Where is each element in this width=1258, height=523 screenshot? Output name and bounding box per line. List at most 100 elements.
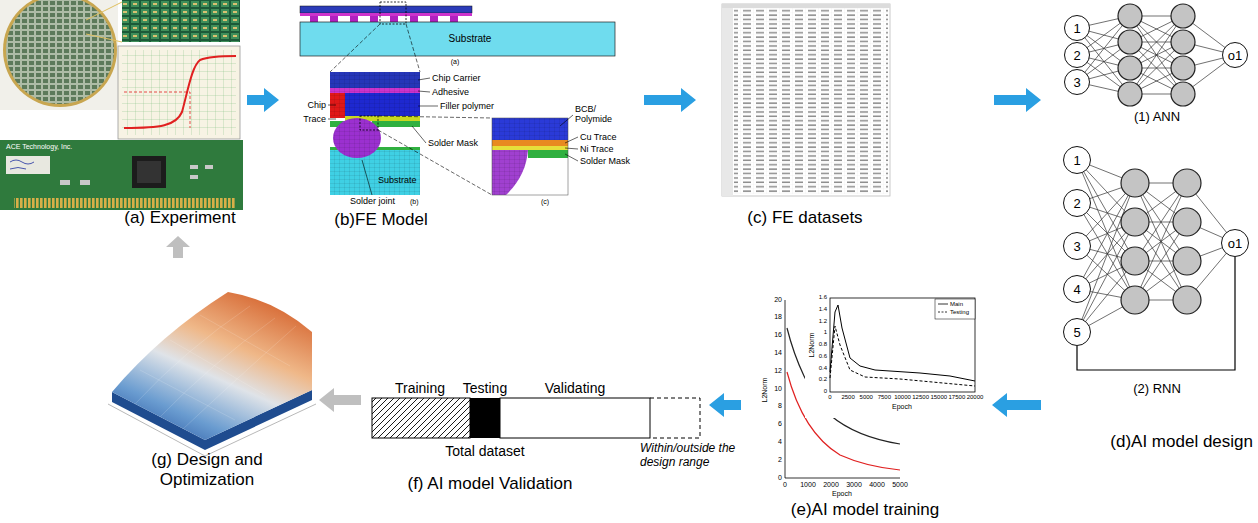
label-anchor: Cu Trace <box>580 132 617 142</box>
part-label: Substrate <box>449 33 492 45</box>
tick-label: 8 <box>778 402 782 410</box>
flow-arrow <box>166 236 190 258</box>
label-anchor: 0 <box>824 388 827 395</box>
label-anchor: Filler polymer <box>440 101 494 111</box>
flow-arrow <box>992 393 1041 417</box>
legend-label: Main <box>950 301 963 308</box>
axis-label: Epoch <box>892 403 912 411</box>
stage-caption: (b)FE Model <box>334 210 428 230</box>
label-anchor: ACE Technology, Inc. <box>6 143 72 151</box>
neuron-label: 2 <box>1073 49 1080 62</box>
tick-label: 18 <box>774 313 782 321</box>
dataset-split-bar <box>500 398 650 438</box>
stage-caption: (a) Experiment <box>124 208 235 228</box>
training-curves <box>785 284 985 478</box>
label-anchor: Training <box>395 380 445 396</box>
tick-label: 15000 <box>930 394 947 401</box>
label-anchor: 16 <box>774 331 782 339</box>
experiment-photos <box>3 0 117 107</box>
workflow-panel: (g) Design and Optimization <box>100 262 315 502</box>
neuron-node: 4 <box>1063 275 1091 303</box>
hidden-neuron <box>1118 30 1142 54</box>
tick-label: 0.2 <box>819 376 827 383</box>
label-anchor: L2Norm <box>808 333 816 358</box>
label-anchor: Substrate <box>449 33 492 45</box>
tick-label: 0 <box>824 388 827 395</box>
legend-line-sample <box>938 312 948 313</box>
experiment-photos <box>60 165 213 185</box>
label-anchor: (2) RNN <box>1133 382 1181 397</box>
label-anchor: 4000 <box>869 481 885 489</box>
fe-model-drawing <box>372 121 420 127</box>
neuron-label: 1 <box>1073 22 1080 35</box>
recurrent-link <box>1077 257 1235 370</box>
neuron-node: 2 <box>1064 42 1090 68</box>
fe-model-drawing <box>333 118 381 158</box>
neural-network-drawing <box>1077 16 1235 94</box>
network-label: (2) RNN <box>1133 382 1181 397</box>
neuron-label: o1 <box>1228 49 1242 62</box>
label-anchor: 10 <box>774 385 782 393</box>
tick-label: 3000 <box>846 481 862 489</box>
tick-label: 5000 <box>892 481 908 489</box>
fe-model-drawing <box>492 140 568 146</box>
tick-label: 6 <box>778 420 782 428</box>
tick-label: 5000 <box>860 394 873 401</box>
label-anchor: 1 <box>824 329 827 336</box>
hidden-neuron <box>1121 247 1149 275</box>
experiment-photos <box>0 140 243 210</box>
design-surface-plot <box>135 306 296 429</box>
dataset-split-bar <box>372 398 700 438</box>
label-anchor: Epoch <box>892 403 912 411</box>
label-anchor: Trace <box>303 114 326 124</box>
experiment-photos <box>122 50 236 135</box>
label-anchor: Adhesive <box>432 87 469 97</box>
label-anchor: 2 <box>778 456 782 464</box>
design-surface-plot <box>108 292 316 456</box>
training-curves <box>935 299 975 319</box>
hidden-neuron <box>1121 208 1149 236</box>
tick-label: 2000 <box>823 481 839 489</box>
hidden-neuron <box>1171 82 1195 106</box>
experiment-photos <box>6 0 114 104</box>
flow-arrow <box>247 88 279 112</box>
neuron-label: 5 <box>1073 326 1080 339</box>
hidden-neuron <box>1171 56 1195 80</box>
label-anchor: 3000 <box>846 481 862 489</box>
hidden-neuron <box>1118 4 1201 314</box>
neuron-node: 2 <box>1063 189 1091 217</box>
part-label: Adhesive <box>432 87 469 97</box>
part-label: Cu Trace <box>580 132 617 142</box>
tick-label: 4000 <box>869 481 885 489</box>
experiment-photos <box>6 156 50 174</box>
label-anchor: BCB/ Polymide <box>575 104 619 125</box>
axis-label: L2Norm <box>808 333 816 358</box>
fe-model-drawing <box>300 6 472 13</box>
fe-model-drawing <box>310 16 458 22</box>
fe-model-drawing <box>300 2 615 195</box>
fe-model-drawing <box>330 72 420 116</box>
tick-label: 1.2 <box>819 318 827 325</box>
label-anchor: 10000 <box>894 394 911 401</box>
part-label: (a) <box>451 58 460 66</box>
tick-label: 12 <box>774 367 782 375</box>
label-anchor: 7500 <box>878 394 891 401</box>
part-label: Ni Trace <box>580 144 614 154</box>
tick-label: 20 <box>774 296 782 304</box>
flow-arrow <box>994 88 1041 112</box>
label-anchor: Solder joint <box>350 196 395 206</box>
tick-label: 20000 <box>967 394 984 401</box>
tick-label: 1.4 <box>819 306 827 313</box>
tick-label: 16 <box>774 331 782 339</box>
experiment-photos <box>118 46 240 139</box>
label-anchor: (c) <box>541 198 549 206</box>
label-anchor: Testing <box>463 380 507 396</box>
label-anchor: Substrate <box>378 175 417 185</box>
label-anchor: 5000 <box>860 394 873 401</box>
training-curves <box>830 326 975 386</box>
label-anchor: 0.4 <box>819 365 827 372</box>
dataset-label: Training <box>395 380 445 396</box>
fe-model-drawing <box>528 150 568 158</box>
fe-dataset-sheet <box>734 8 888 194</box>
neuron-label: o1 <box>1228 237 1242 250</box>
